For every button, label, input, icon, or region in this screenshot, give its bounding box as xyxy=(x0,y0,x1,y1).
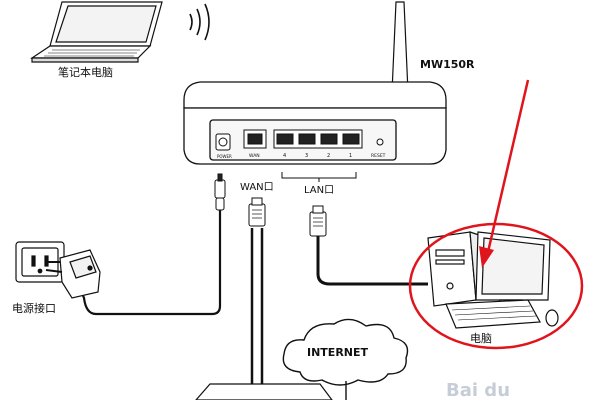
wan-port-label: WAN xyxy=(249,153,260,159)
lan-caption: LAN口 xyxy=(304,185,334,196)
laptop-label: 笔记本电脑 xyxy=(58,65,113,79)
wan-caption: WAN口 xyxy=(240,182,274,193)
wan-cable xyxy=(250,228,264,400)
lan-port-number: 1 xyxy=(349,153,352,159)
wan-rj45-plug xyxy=(248,197,266,227)
computer-label: 电脑 xyxy=(470,332,492,345)
outlet-label: 电源接口 xyxy=(12,301,56,315)
power-port-label: POWER xyxy=(217,154,232,159)
lan-port-number: 4 xyxy=(283,153,286,159)
reset-label: RESET xyxy=(371,153,386,159)
lan-rj45-plug xyxy=(309,205,327,237)
internet-label: INTERNET xyxy=(307,346,369,359)
power-port xyxy=(215,133,231,151)
lan-ports xyxy=(273,129,363,149)
internet-cloud xyxy=(282,318,409,386)
wan-port xyxy=(243,129,267,149)
power-cable xyxy=(78,196,222,316)
router-model-label: MW150R xyxy=(420,58,475,71)
reset-button xyxy=(376,138,384,146)
computer-highlight-circle xyxy=(408,222,584,350)
power-plug-connector xyxy=(214,173,226,211)
red-arrow-icon xyxy=(479,79,530,268)
power-adapter xyxy=(45,249,101,299)
desktop-computer xyxy=(427,231,559,329)
lan-port-number: 3 xyxy=(305,153,308,159)
laptop xyxy=(30,1,163,63)
lan-bracket xyxy=(281,172,357,182)
wifi-signal-icon xyxy=(189,3,210,41)
router xyxy=(183,81,447,165)
modem xyxy=(195,383,333,400)
wall-outlet xyxy=(15,241,65,283)
lan-port-number: 2 xyxy=(327,153,330,159)
watermark: Bai du xyxy=(446,380,510,400)
lan-cable xyxy=(316,236,428,286)
